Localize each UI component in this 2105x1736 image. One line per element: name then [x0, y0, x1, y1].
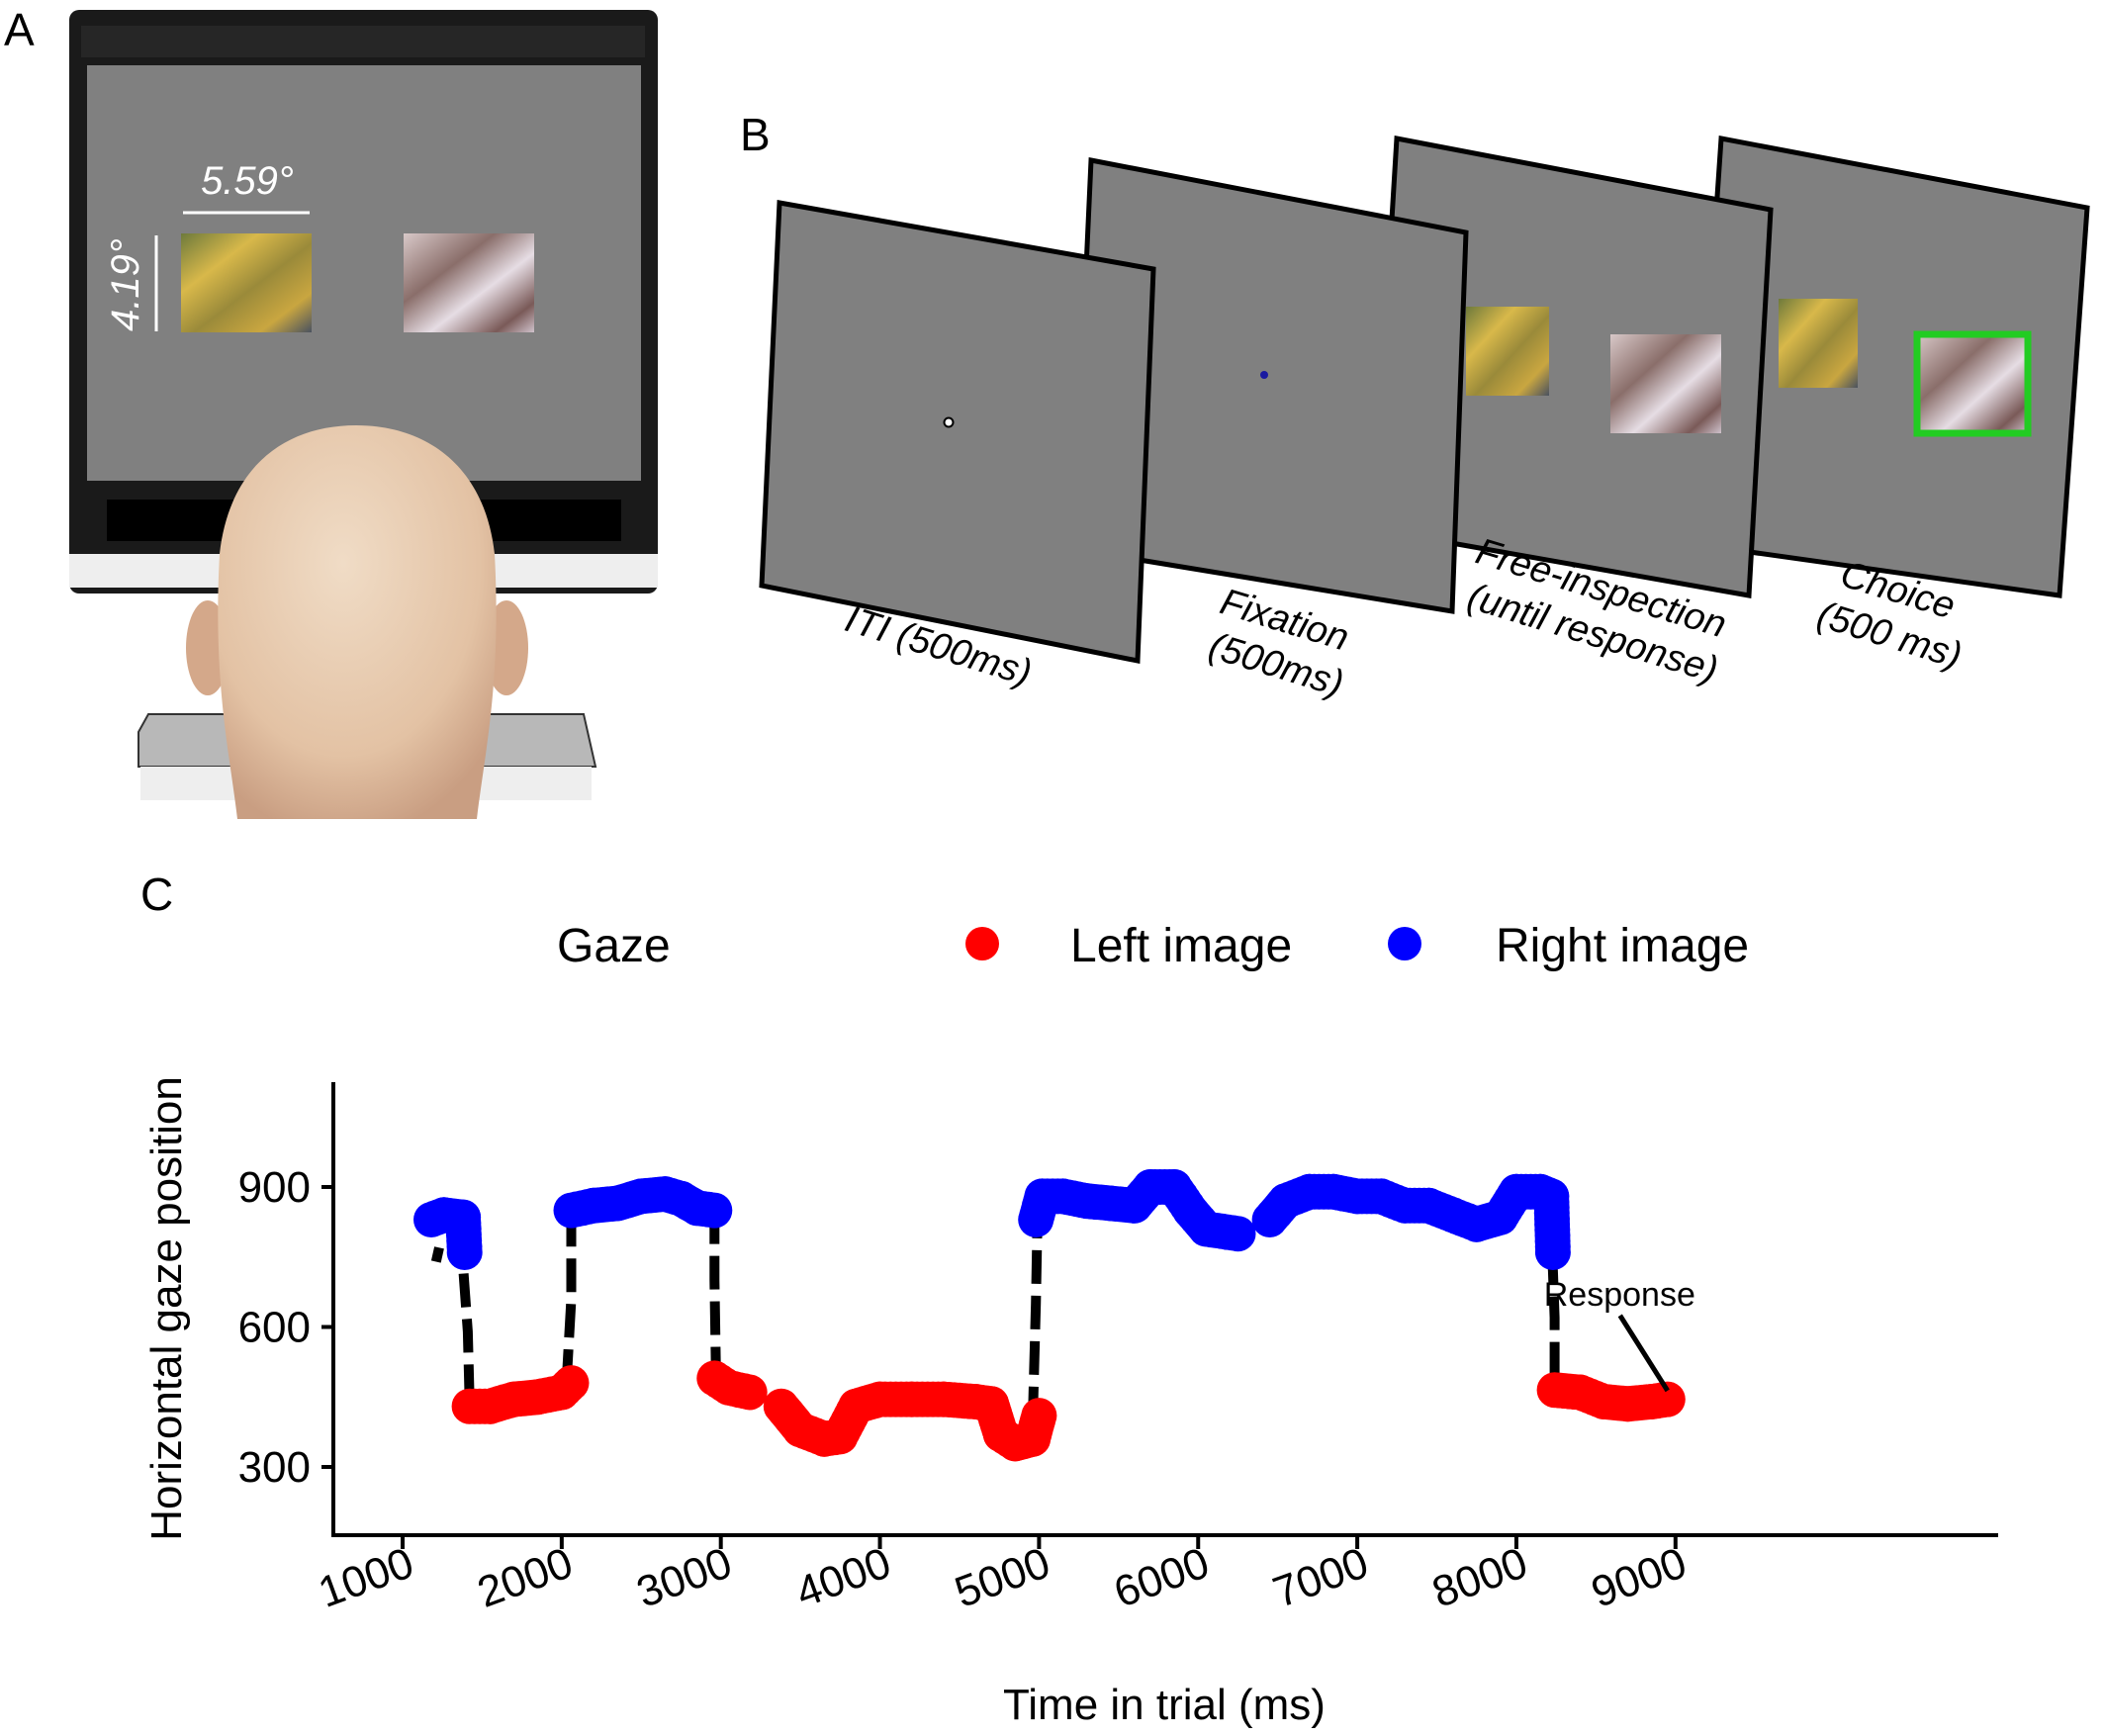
- participant-head: [186, 425, 528, 819]
- width-label: 5.59°: [201, 159, 294, 203]
- y-axis-title: Horizontal gaze position: [142, 1076, 191, 1541]
- gaze-point: [446, 1234, 483, 1270]
- choice-right-image: [1917, 334, 2028, 433]
- gaze-segment-2: [451, 1365, 590, 1424]
- legend-right-label: Right image: [1496, 920, 1749, 972]
- panel-c: C Gaze Left image Right image Response 3…: [140, 868, 1998, 1729]
- gaze-point: [696, 1192, 733, 1229]
- legend-title: Gaze: [557, 920, 671, 972]
- response-annotation: Response: [1544, 1276, 1695, 1314]
- x-tick-label: 2000: [472, 1538, 580, 1617]
- x-tick-label: 8000: [1426, 1538, 1534, 1617]
- gaze-transition-trace-1: [430, 1246, 444, 1263]
- free-right-image: [1610, 334, 1721, 433]
- free-left-image: [1466, 307, 1549, 396]
- x-tick-label: 5000: [949, 1538, 1056, 1617]
- iti-dot: [943, 416, 955, 428]
- fixation-dot: [1260, 371, 1268, 379]
- x-tick-label: 9000: [1585, 1538, 1693, 1617]
- x-axis-title: Time in trial (ms): [1003, 1681, 1326, 1729]
- gaze-segment-1: [413, 1197, 483, 1270]
- gaze-segment-4: [696, 1360, 768, 1411]
- gaze-segment-6: [1018, 1169, 1256, 1252]
- monitor-illustration: 5.59° 4.19°: [69, 10, 658, 819]
- legend-right-marker: [1388, 927, 1421, 960]
- legend-left-label: Left image: [1070, 920, 1292, 972]
- x-tick-label: 7000: [1267, 1538, 1375, 1617]
- x-tick-label: 1000: [313, 1538, 420, 1617]
- gaze-segment-8: [1536, 1372, 1686, 1422]
- plot-area: Response: [413, 1169, 1695, 1462]
- gaze-segment-3: [553, 1176, 733, 1229]
- svg-text:Fixation (500ms): Fixation (500ms): [1202, 581, 1363, 705]
- gaze-point: [1534, 1234, 1571, 1270]
- gaze-segment-7: [1251, 1173, 1571, 1270]
- x-tick-label: 3000: [630, 1538, 738, 1617]
- right-stimulus-image: [404, 233, 534, 332]
- panel-b: B Choice (500 ms) Free-inspection (until…: [740, 109, 2090, 705]
- panel-a-label: A: [4, 4, 35, 55]
- panel-b-label: B: [740, 109, 771, 160]
- y-tick-label: 900: [238, 1163, 311, 1212]
- screen-iti: ITI (500ms): [759, 200, 1156, 694]
- gaze-transition-trace-4: [709, 1210, 721, 1379]
- gaze-point: [1021, 1398, 1057, 1434]
- left-stimulus-image: [181, 233, 312, 332]
- legend-left-marker: [965, 927, 999, 960]
- x-tick-label: 6000: [1108, 1538, 1216, 1617]
- gaze-segment-5: [763, 1381, 1057, 1462]
- y-tick-label: 600: [238, 1303, 311, 1351]
- height-label: 4.19°: [104, 238, 147, 331]
- response-pointer-line: [1617, 1314, 1670, 1393]
- gaze-transition-trace-5: [1028, 1219, 1043, 1420]
- gaze-point: [553, 1365, 590, 1402]
- choice-left-image: [1779, 299, 1858, 388]
- choice-highlight-frame: [1913, 330, 2032, 437]
- gaze-point: [1649, 1381, 1686, 1417]
- gaze-point: [731, 1374, 768, 1411]
- panel-c-label: C: [140, 868, 173, 920]
- monitor-screen: [87, 65, 641, 481]
- gaze-point: [1220, 1216, 1256, 1252]
- y-tick-label: 300: [238, 1443, 311, 1492]
- x-tick-label: 4000: [789, 1538, 897, 1617]
- gaze-transition-trace-3: [561, 1210, 577, 1384]
- legend: Gaze Left image Right image: [557, 920, 1749, 972]
- panel-a: A 5.59° 4.19°: [4, 4, 658, 819]
